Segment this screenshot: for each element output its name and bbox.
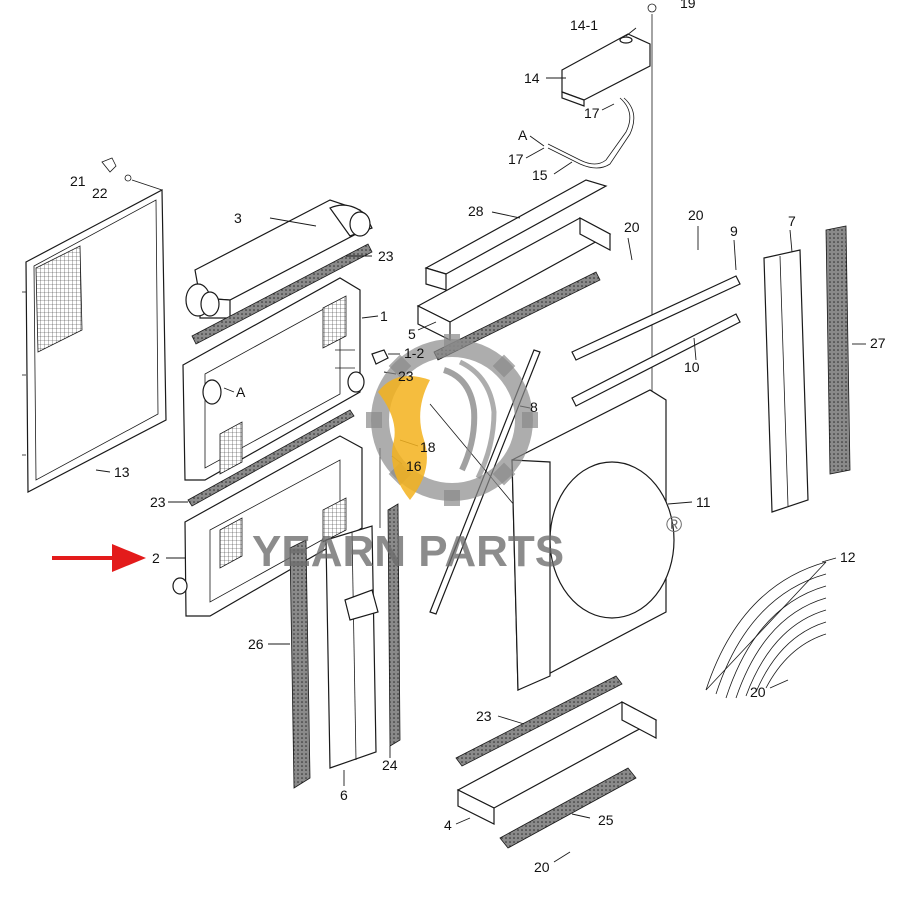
leader-lines bbox=[95, 27, 866, 863]
screen-panel-13 bbox=[22, 189, 167, 493]
fan-guard-12 bbox=[705, 561, 827, 699]
label-4: 4 bbox=[444, 817, 452, 833]
label-16: 16 bbox=[406, 458, 422, 474]
watermark-logo: YEARN PARTS ® bbox=[252, 334, 682, 576]
support-bar-9 bbox=[571, 275, 741, 361]
label-23a: 23 bbox=[378, 248, 394, 264]
label-23b: 23 bbox=[398, 368, 414, 384]
registered-mark: ® bbox=[666, 512, 682, 537]
label-18: 18 bbox=[420, 439, 436, 455]
red-arrow-icon bbox=[52, 544, 146, 572]
radiator-1 bbox=[182, 277, 365, 481]
label-14: 14 bbox=[524, 70, 540, 86]
label-6: 6 bbox=[340, 787, 348, 803]
bottom-bracket-4 bbox=[456, 701, 658, 825]
label-26: 26 bbox=[248, 636, 264, 652]
wing-bolt-21-22 bbox=[101, 157, 163, 191]
label-27: 27 bbox=[870, 335, 886, 351]
side-bracket-6 bbox=[325, 448, 381, 769]
label-1-2: 1-2 bbox=[404, 345, 424, 361]
seal-strip-23d bbox=[455, 675, 623, 767]
label-A2: A bbox=[236, 384, 246, 400]
intercooler-3 bbox=[185, 199, 373, 319]
label-A1: A bbox=[518, 127, 528, 143]
label-20d: 20 bbox=[534, 859, 550, 875]
label-17a: 17 bbox=[584, 105, 600, 121]
drain-valve-1-2 bbox=[371, 349, 389, 365]
seal-strip-23b bbox=[187, 409, 355, 507]
seal-strip-26 bbox=[289, 539, 311, 789]
label-28: 28 bbox=[468, 203, 484, 219]
support-bar-10 bbox=[571, 313, 741, 407]
label-22: 22 bbox=[92, 185, 108, 201]
label-24: 24 bbox=[382, 757, 398, 773]
overflow-hose-15 bbox=[547, 97, 635, 169]
fan-shroud-11 bbox=[511, 389, 675, 691]
side-plate-7 bbox=[763, 249, 809, 513]
label-20b: 20 bbox=[688, 207, 704, 223]
seal-strip-25 bbox=[499, 767, 637, 849]
reservoir-tank-14 bbox=[561, 3, 657, 420]
label-23c: 23 bbox=[150, 494, 166, 510]
seal-strip-24 bbox=[387, 503, 401, 747]
top-cover-28 bbox=[424, 179, 608, 291]
label-20a: 20 bbox=[624, 219, 640, 235]
label-8: 8 bbox=[530, 399, 538, 415]
label-25: 25 bbox=[598, 812, 614, 828]
label-7: 7 bbox=[788, 213, 796, 229]
label-2: 2 bbox=[152, 550, 160, 566]
label-21: 21 bbox=[70, 173, 86, 189]
label-1: 1 bbox=[380, 308, 388, 324]
label-14-1: 14-1 bbox=[570, 17, 598, 33]
part-labels: 19 14-1 14 17 A 17 15 21 22 28 20 20 9 7… bbox=[70, 0, 886, 875]
watermark-flame-icon bbox=[378, 359, 497, 500]
label-20c: 20 bbox=[750, 684, 766, 700]
seal-strip-23a bbox=[191, 243, 373, 345]
label-15: 15 bbox=[532, 167, 548, 183]
label-17b: 17 bbox=[508, 151, 524, 167]
watermark-text: YEARN PARTS bbox=[252, 527, 564, 576]
seal-strip-27 bbox=[825, 225, 851, 475]
label-10: 10 bbox=[684, 359, 700, 375]
label-12: 12 bbox=[840, 549, 856, 565]
label-3: 3 bbox=[234, 210, 242, 226]
radiator-2 bbox=[172, 435, 363, 617]
label-9: 9 bbox=[730, 223, 738, 239]
label-23d: 23 bbox=[476, 708, 492, 724]
label-13: 13 bbox=[114, 464, 130, 480]
label-19: 19 bbox=[680, 0, 696, 11]
label-5: 5 bbox=[408, 326, 416, 342]
label-11: 11 bbox=[696, 494, 711, 510]
